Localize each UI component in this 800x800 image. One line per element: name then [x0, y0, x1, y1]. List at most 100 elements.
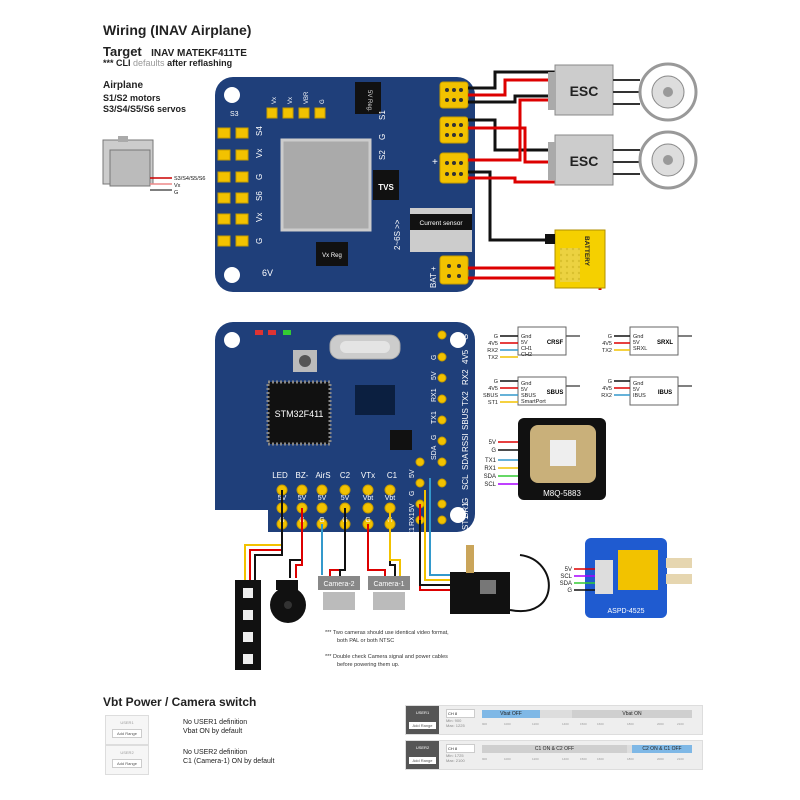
cli-note: *** CLI defaults after reflashing [103, 58, 232, 68]
pin-plus: + [432, 157, 438, 168]
rc-sbus: SBUS [461, 408, 470, 430]
ibus-dev-1: 5V [633, 387, 640, 393]
rc-sda: SDA [461, 453, 470, 470]
rc-sr1: SR1 [461, 502, 470, 518]
sbus-dev-3: SmartPort [521, 399, 546, 405]
srxl-name: SRXL [657, 340, 673, 346]
battery-label: BATTERY [583, 236, 590, 267]
mode-user1-panel: USER1 Add Range CH 8 Min: 900 Max: 1225 … [405, 705, 703, 735]
cli-suffix: after reflashing [167, 58, 233, 68]
row5v-2: 5V [298, 495, 307, 502]
tvs-label: TVS [378, 183, 394, 192]
user2-box: USER2 Add Range [105, 745, 149, 775]
ibus-pin-1: 4V5 [602, 386, 612, 392]
pin-g-2: G [255, 238, 264, 244]
row5v-3: 5V [318, 495, 327, 502]
label-c2: C2 [340, 471, 351, 480]
rc2-5v: 5V [431, 371, 438, 380]
receiver-ibus: IBUS [629, 376, 679, 406]
rc-st1: ST1 [461, 515, 470, 530]
srxl-pin-2: TX2 [602, 348, 612, 354]
tick-2h: 2000 [657, 757, 664, 761]
airspeed-sensor: ASPD-4525 [585, 538, 692, 618]
mode-user1-min: Min: 900 [446, 718, 462, 723]
battery-icon: BATTERY [545, 229, 606, 289]
mode-user1-max: Max: 1225 [446, 723, 465, 728]
user2-box-label: USER2 [120, 750, 134, 755]
tick-2b: 1000 [504, 757, 511, 761]
user2-desc-a: No USER2 definition [183, 749, 248, 756]
mode-user2-side-label: USER2 [415, 745, 430, 750]
gps-pin-0: 5V [489, 440, 496, 446]
pin-s2: S2 [378, 150, 387, 160]
mode-user1-side-label: USER1 [415, 710, 430, 715]
motor-1-icon [638, 62, 698, 122]
mode-user2-add-range[interactable]: Add Range [409, 757, 436, 764]
tick-1b: 1000 [504, 722, 511, 726]
mcu-label: STM32F411 [275, 409, 324, 419]
crsf-dev-0: Gnd [521, 334, 531, 340]
mode-user1-channel-select[interactable]: CH 8 [446, 709, 475, 718]
crsf-pin-1: 4V5 [488, 341, 498, 347]
crsf-pin-2: RX2 [487, 348, 498, 354]
note-1b: both PAL or both NTSC [337, 638, 394, 644]
cli-grey: defaults [133, 58, 165, 68]
camera-1-label: Camera-1 [373, 581, 404, 588]
mode-user2-min: Min: 1725 [446, 753, 464, 758]
esc-1: ESC [548, 64, 614, 116]
gps-pin-5: SCL [484, 482, 496, 488]
rowg-5: G [365, 517, 370, 524]
gps-name: M8Q-5883 [543, 489, 581, 498]
user2-add-range-button[interactable]: Add Range [112, 759, 142, 768]
ibus-dev-0: Gnd [633, 381, 643, 387]
mode-user2-bar[interactable]: C1 ON & C2 OFF C2 ON & C1 OFF [482, 745, 692, 753]
tick-1i: 2100 [677, 722, 684, 726]
label-c1: C1 [387, 471, 398, 480]
rc2-g: G [431, 355, 438, 360]
rc2-g3: G [409, 491, 416, 496]
mode-user1-add-range[interactable]: Add Range [409, 722, 436, 729]
bat-label: BAT + [429, 266, 438, 288]
receiver-crsf: CRSF [517, 326, 567, 356]
gps-pin-1: G [491, 448, 496, 454]
tick-2e: 1500 [580, 757, 587, 761]
note-1a: *** Two cameras should use identical vid… [325, 630, 449, 636]
label-bz: BZ- [296, 471, 309, 480]
pin-vx-2: Vx [255, 213, 264, 222]
mode-user1-range-off: Vbat OFF [482, 710, 540, 718]
user1-box-label: USER1 [120, 720, 134, 725]
pin-s6: S6 [255, 191, 264, 201]
crsf-name: CRSF [547, 340, 564, 346]
user1-add-range-button[interactable]: Add Range [112, 729, 142, 738]
servos-label: S3/S4/S5/S6 servos [103, 104, 187, 114]
rc2-rx1: RX1 [431, 388, 438, 402]
tick-2a: 900 [482, 757, 488, 761]
pin-vx-1: Vx [255, 149, 264, 158]
crsf-pin-0: G [494, 334, 498, 340]
rc2-tx1b: TX1 [409, 527, 416, 540]
aspd-pin-0: 5V [565, 567, 572, 573]
tick-2c: 1200 [532, 757, 539, 761]
esc-2-label: ESC [570, 153, 599, 169]
sbus-pin-0: G [494, 379, 498, 385]
rc-4v5: 4V5 [461, 349, 470, 364]
servo-icon [102, 136, 172, 191]
sixv-label: 6V [262, 268, 273, 278]
crsf-dev-1: 5V [521, 340, 528, 346]
pin-g-top: G [378, 134, 387, 140]
mode-user2-channel-select[interactable]: CH 8 [446, 744, 475, 753]
buzzer-icon [270, 580, 306, 623]
current-sensor-label: Current sensor [420, 220, 464, 227]
label-vtx: VTx [361, 471, 375, 480]
mode-user1-minmax: Min: 900 Max: 1225 [446, 718, 465, 728]
receiver-sbus: SBUS [517, 376, 567, 406]
rc-tx2: TX2 [461, 391, 470, 406]
mode-user1-bar[interactable]: Vbat OFF Vbat ON [482, 710, 692, 718]
motor-2-icon [638, 130, 698, 190]
fc-board-top: 5V Reg. TVS Current sensor Vx Reg 2~6S >… [215, 77, 475, 292]
sbus-name: SBUS [547, 390, 564, 396]
target-line: Target INAV MATEKF411TE [103, 44, 247, 59]
cli-prefix: *** CLI [103, 58, 131, 68]
rc-scl: SCL [461, 474, 470, 490]
